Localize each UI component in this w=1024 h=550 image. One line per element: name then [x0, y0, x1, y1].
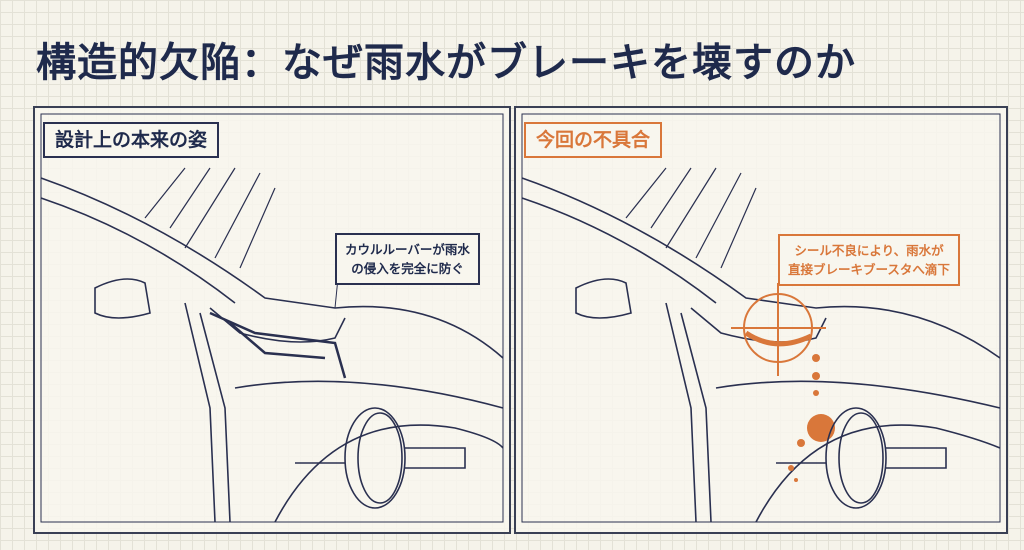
callout-text-line2: の侵入を完全に防ぐ — [351, 261, 464, 276]
callout-text-line1: カウルルーバーが雨水 — [345, 242, 470, 257]
panel-label: 設計上の本来の姿 — [43, 122, 220, 158]
rain-lines — [625, 167, 757, 269]
brake-booster — [776, 407, 947, 509]
car-cowl-illustration-normal — [40, 113, 504, 523]
water-drips — [788, 354, 835, 482]
brake-booster — [295, 407, 466, 509]
leak-target-marker — [731, 283, 826, 376]
rain-lines — [144, 167, 276, 269]
callout-text-line2: 直接ブレーキブースタへ滴下 — [788, 262, 950, 277]
panel-label: 今回の不具合 — [524, 122, 663, 158]
callout-box: カウルルーバーが雨水 の侵入を完全に防ぐ — [335, 233, 480, 285]
callout-text-line1: シール不良により、雨水が — [794, 243, 944, 258]
water-flow-arrows — [209, 311, 347, 379]
car-cowl-illustration-defect — [521, 113, 1001, 523]
panel-design-intent: 設計上の本来の姿 カウルルーバーが雨水 の侵入を完全に防ぐ — [33, 106, 511, 534]
panel-current-defect: 今回の不具合 シール不良により、雨水が 直接ブレーキブースタへ滴下 — [514, 106, 1008, 534]
page-title: 構造的欠陥：なぜ雨水がブレーキを壊すのか — [36, 40, 856, 86]
callout-box: シール不良により、雨水が 直接ブレーキブースタへ滴下 — [778, 234, 960, 286]
